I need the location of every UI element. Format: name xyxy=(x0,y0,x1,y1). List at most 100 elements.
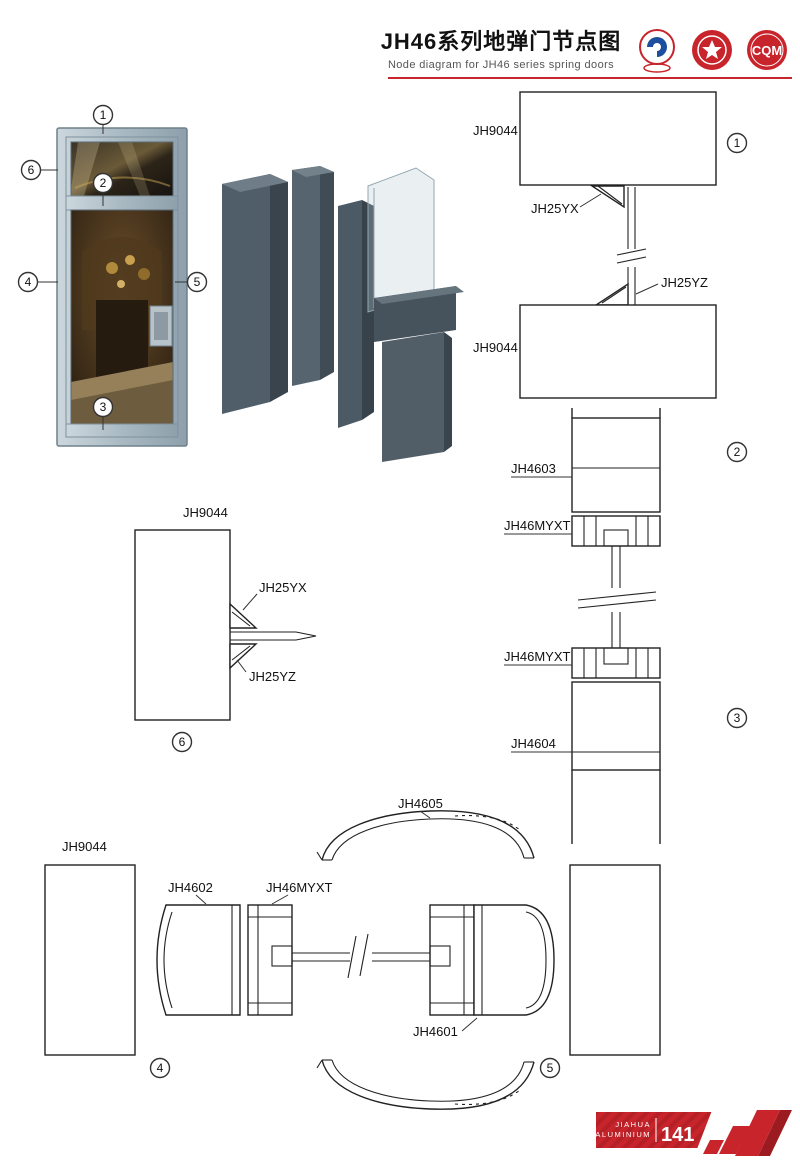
break-symbol xyxy=(577,591,657,601)
node3-detail: JH46MYXT JH4604 3 xyxy=(504,612,748,844)
svg-text:1: 1 xyxy=(734,136,741,150)
glass-pocket xyxy=(603,529,629,547)
transom-glass xyxy=(71,142,173,196)
glass-pocket xyxy=(603,647,629,665)
jh9044-label: JH9044 xyxy=(473,123,518,138)
jh9044-label: JH9044 xyxy=(62,839,107,854)
node2-detail: JH4603 JH46MYXT 2 xyxy=(504,408,748,588)
page-number: 141 xyxy=(661,1124,694,1146)
footer-brand-line1: JIAHUA xyxy=(615,1120,651,1129)
jh4602-section xyxy=(156,904,241,1016)
node4-detail: JH9044 JH4602 JH46MYXT 4 xyxy=(44,839,333,1079)
jh46myxt-label: JH46MYXT xyxy=(504,649,571,664)
glass-taper xyxy=(295,631,317,641)
svg-text:3: 3 xyxy=(734,711,741,725)
frame-section xyxy=(569,864,661,1056)
hatch-line xyxy=(231,611,251,627)
jh46myxt-adapter xyxy=(247,904,293,1016)
callout-number: 6 xyxy=(28,163,35,177)
profile-3d-render xyxy=(222,166,464,462)
star-glyph xyxy=(702,40,722,59)
jiahua-cert-swirl-icon xyxy=(639,29,675,73)
node4-badge xyxy=(149,1057,171,1079)
jh4602-label: JH4602 xyxy=(168,880,213,895)
node6-detail: JH9044 JH25YX JH25YZ 6 xyxy=(134,505,317,753)
jh4605-cover-bottom xyxy=(321,1059,535,1110)
jh46myxt-label: JH46MYXT xyxy=(266,880,333,895)
door-callout-5: 5 xyxy=(175,271,208,293)
quality-cert-badge-icon xyxy=(692,30,732,70)
page-title-en: Node diagram for JH46 series spring door… xyxy=(387,59,615,71)
jh4601-label: JH4601 xyxy=(413,1024,458,1039)
header-logos: CQM xyxy=(634,27,790,73)
jh25yz-clamp xyxy=(593,282,629,306)
door-bottom-rail xyxy=(65,423,179,438)
door-callout-6: 6 xyxy=(20,159,58,181)
page-header: JH46系列地弹门节点图 Node diagram for JH46 serie… xyxy=(372,24,630,71)
callout-number: 3 xyxy=(100,400,107,414)
jh25yx-label: JH25YX xyxy=(531,201,579,216)
jh25yx-clamp xyxy=(589,185,625,209)
glass-break xyxy=(577,591,657,609)
jh4604-label: JH4604 xyxy=(511,736,556,751)
node2-badge xyxy=(726,441,748,463)
hatch-line xyxy=(601,286,627,304)
door-callout-3: 3 xyxy=(92,396,114,430)
footer: JIAHUA ALUMINIUM 141 xyxy=(595,1100,800,1162)
jh46myxt-adapter xyxy=(571,647,661,679)
rib-texture xyxy=(454,815,521,831)
jh9044-label: JH9044 xyxy=(473,340,518,355)
jh46myxt-adapter xyxy=(429,904,475,1016)
node1-detail: JH9044 JH25YX JH25YZ JH9044 1 xyxy=(473,91,748,399)
svg-text:5: 5 xyxy=(547,1061,554,1075)
rib-texture xyxy=(454,1089,521,1105)
break-symbol xyxy=(347,935,357,979)
header-rule xyxy=(388,77,792,79)
svg-text:2: 2 xyxy=(734,445,741,459)
jh9044-bottom-section xyxy=(519,304,717,399)
jh46myxt-adapter xyxy=(571,515,661,547)
cqm-logo-text: CQM xyxy=(752,43,782,58)
node6-badge xyxy=(171,731,193,753)
jh25yx-clamp xyxy=(229,602,258,629)
jh4601-section xyxy=(473,904,555,1016)
footer-logo-shapes xyxy=(703,1110,792,1156)
hatch-line xyxy=(597,185,623,205)
cqm-logo-icon: CQM xyxy=(747,30,787,70)
glass-pocket xyxy=(429,945,451,967)
jh9044-section xyxy=(134,529,231,721)
jh25yx-label: JH25YX xyxy=(259,580,307,595)
jh25yz-clamp xyxy=(229,643,258,670)
glass-pocket xyxy=(271,945,293,967)
door-callout-4: 4 xyxy=(17,271,58,293)
jh4605-label: JH4605 xyxy=(398,796,443,811)
callout-number: 2 xyxy=(100,176,107,190)
transom-rail xyxy=(65,195,179,211)
node3-badge xyxy=(726,707,748,729)
horizontal-glass xyxy=(292,933,430,979)
break-symbol xyxy=(616,248,647,256)
jh9044-section xyxy=(44,864,136,1056)
door-photo xyxy=(56,127,188,447)
jh4604-section xyxy=(571,681,661,771)
node5-badge xyxy=(539,1057,561,1079)
swirl-glyph xyxy=(647,37,667,57)
page-title-cn: JH46系列地弹门节点图 xyxy=(380,29,622,54)
jh9044-label: JH9044 xyxy=(183,505,228,520)
jh4603-label: JH4603 xyxy=(511,461,556,476)
svg-text:4: 4 xyxy=(157,1061,164,1075)
jh25yz-label: JH25YZ xyxy=(249,669,296,684)
jh4605-cover-top xyxy=(321,810,535,861)
jh9044-top-section xyxy=(519,91,717,186)
door-callout-2: 2 xyxy=(92,172,114,206)
glass-sheet xyxy=(367,167,435,313)
jh25yz-label: JH25YZ xyxy=(661,275,708,290)
hatch-line xyxy=(231,645,251,661)
jh46myxt-label: JH46MYXT xyxy=(504,518,571,533)
svg-text:6: 6 xyxy=(179,735,186,749)
jh4603-section xyxy=(571,417,661,513)
door-callout-1: 1 xyxy=(92,104,114,134)
callout-number: 4 xyxy=(25,275,32,289)
